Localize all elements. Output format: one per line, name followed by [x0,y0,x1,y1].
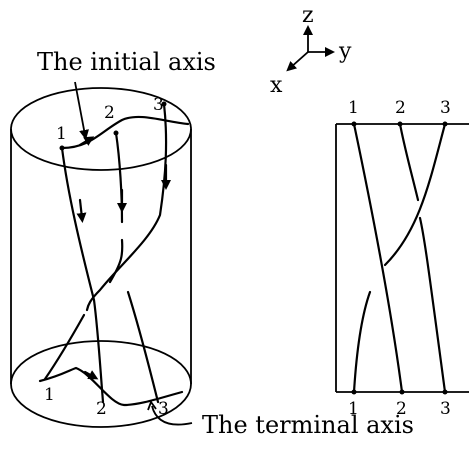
coordinate-axes: z y x [270,3,352,98]
cylinder-strand-2-upper [114,131,124,224]
braid-strand-3-upper [383,122,447,267]
braid-strand-3-lower [352,290,372,394]
braid-strand-1 [352,122,404,394]
top-point-3-dot [161,101,167,107]
top-point-2-dot [113,130,119,136]
braid-strand-2-lower [418,216,447,394]
x-axis-arrow [286,51,309,72]
cylinder-strand-3-lower [126,290,160,404]
braid-top-label-3: 3 [440,98,451,118]
terminal-axis-label: The terminal axis [202,411,414,439]
terminal-axis-arrowhead [83,370,99,380]
cylinder-top-label-2: 2 [104,103,115,123]
y-axis-label: y [338,39,352,64]
braid-bottom-dot-2 [399,389,405,395]
terminal-axis-curve [38,366,184,407]
braid-top-label-1: 1 [348,98,359,118]
braid-top-label-2: 2 [395,98,406,118]
cylinder-top-ellipse [10,87,192,171]
cylinder-strand-1 [60,146,105,404]
cylinder-strand-2-lower [43,313,86,381]
braid-top-dot-2 [397,121,403,127]
braid-bottom-dot-3 [442,389,448,395]
initial-axis-label: The initial axis [37,48,216,76]
cylinder-strand-2-mid [108,238,124,284]
braid-top-dot-1 [351,121,357,127]
cylinder-bottom-label-3: 3 [158,399,169,419]
top-point-1-dot [59,145,65,151]
braid-top-dot-3 [442,121,448,127]
braid-bottom-label-3: 3 [440,399,451,419]
cylinder-strand-3-upper [85,102,168,312]
braid-strand-2-upper [398,122,420,202]
braid-diagram: 1 2 3 1 2 3 [335,98,469,419]
cylinder-top-label-3: 3 [153,95,164,115]
terminal-axis-pointer [147,400,157,411]
cylinder-bottom-label-1: 1 [44,385,55,405]
terminal-axis-leader [151,405,193,426]
initial-axis-arrowhead [78,136,95,147]
cylinder-top-label-1: 1 [56,124,67,144]
strand-1-arrow [76,198,87,223]
z-axis-label: z [302,3,314,28]
braid-bottom-dot-1 [351,389,357,395]
cylinder-bottom-label-2: 2 [96,399,107,419]
braid-bottom-label-2: 2 [396,399,407,419]
x-axis-label: x [270,73,283,98]
braid-bottom-label-1: 1 [348,399,359,419]
initial-axis-pointer [74,81,89,140]
cylinder: 1 2 3 1 2 3 [10,87,192,428]
